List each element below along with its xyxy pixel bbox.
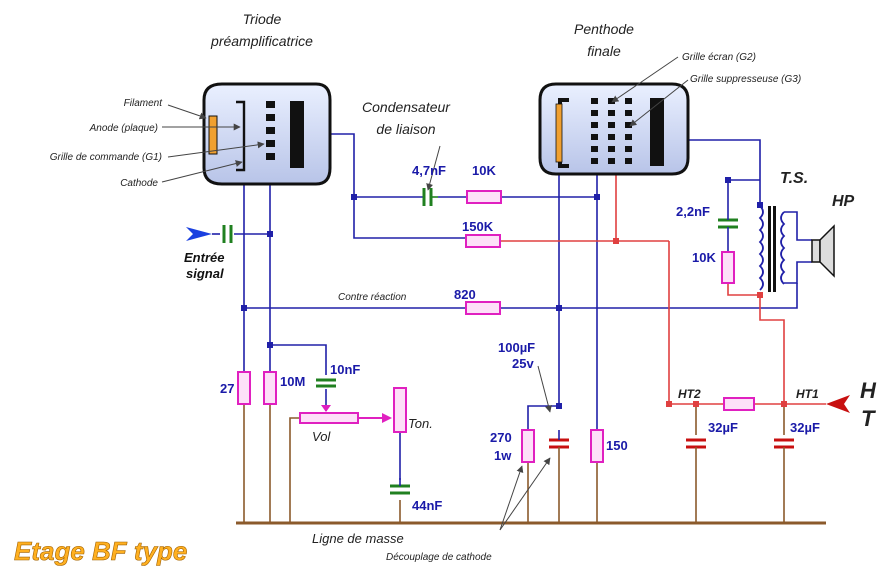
value-c-100u-v: 25v bbox=[512, 356, 534, 371]
callout-grid1: Grille de commande (G1) bbox=[50, 152, 162, 163]
value-c-2-2n: 2,2nF bbox=[676, 204, 710, 219]
resistor-150 bbox=[590, 429, 604, 463]
label-ts: T.S. bbox=[780, 170, 808, 187]
value-r-820: 820 bbox=[454, 287, 476, 302]
label-input-2: signal bbox=[186, 266, 224, 281]
label-ht1: HT1 bbox=[796, 387, 819, 401]
input-arrow bbox=[186, 227, 212, 241]
junction-dots-red bbox=[613, 238, 787, 407]
cap-44n bbox=[390, 484, 410, 495]
value-r-coupling: 10K bbox=[472, 163, 496, 178]
volume-potentiometer bbox=[299, 405, 390, 424]
value-c-44n: 44nF bbox=[412, 498, 442, 513]
callout-arrows bbox=[161, 56, 689, 531]
page-title: Etage BF type bbox=[14, 536, 187, 566]
pentode-anode bbox=[650, 98, 664, 166]
junction-dots bbox=[241, 177, 763, 409]
pentode-grids bbox=[591, 98, 632, 164]
label-cathode-decoupling: Découplage de cathode bbox=[386, 552, 492, 563]
cap-100u bbox=[549, 438, 569, 449]
resistor-10k-coupling bbox=[466, 190, 502, 204]
misc-labels: Entrée signal Contre réaction Ligne de m… bbox=[14, 170, 877, 566]
tone-potentiometer bbox=[382, 387, 407, 433]
pentode-tube bbox=[538, 82, 690, 176]
label-hp: HP bbox=[832, 193, 855, 210]
callout-grid3: Grille suppresseuse (G3) bbox=[690, 74, 801, 85]
value-r-150k: 150K bbox=[462, 219, 494, 234]
pentode-filament bbox=[555, 103, 563, 163]
label-input-1: Entrée bbox=[184, 250, 224, 265]
value-c-32u-b: 32µF bbox=[790, 420, 820, 435]
callout-filament: Filament bbox=[124, 98, 164, 109]
callout-anode: Anode (plaque) bbox=[89, 123, 158, 134]
value-r-27: 27 bbox=[220, 381, 234, 396]
triode-anode bbox=[290, 101, 304, 168]
heading-triode-2: préamplificatrice bbox=[210, 33, 313, 49]
ground-drops bbox=[243, 404, 785, 523]
triode-cathode bbox=[236, 100, 246, 172]
label-ht-t: T bbox=[861, 406, 876, 431]
value-r-270-w: 1w bbox=[494, 448, 512, 463]
heading-pentode-2: finale bbox=[587, 43, 621, 59]
heading-pentode-1: Penthode bbox=[574, 21, 634, 37]
resistors bbox=[237, 190, 755, 463]
callout-grid2: Grille écran (G2) bbox=[682, 52, 756, 63]
resistor-27 bbox=[237, 371, 251, 405]
value-c-coupling: 4,7nF bbox=[412, 163, 446, 178]
triode-filament bbox=[208, 115, 218, 155]
triode-grid bbox=[266, 101, 275, 160]
value-r-10m: 10M bbox=[280, 374, 305, 389]
callout-labels: Filament Anode (plaque) Grille de comman… bbox=[50, 52, 801, 189]
label-volume: Vol bbox=[312, 429, 331, 444]
heading-coupling-2: de liaison bbox=[376, 121, 435, 137]
label-ht-h: H bbox=[860, 378, 877, 403]
triode-tube bbox=[202, 82, 332, 186]
label-ht2: HT2 bbox=[678, 387, 701, 401]
resistor-10k-ts bbox=[721, 251, 735, 284]
value-c-32u-a: 32µF bbox=[708, 420, 738, 435]
heading-triode-1: Triode bbox=[243, 11, 282, 27]
resistor-10m bbox=[263, 371, 277, 405]
cap-2-2n bbox=[718, 218, 738, 229]
cap-4-7n bbox=[422, 188, 438, 206]
label-ground-line: Ligne de masse bbox=[312, 531, 404, 546]
output-transformer bbox=[758, 205, 786, 292]
component-values: 4,7nF 10K 150K 2,2nF 10K 820 10nF 27 10M… bbox=[220, 163, 820, 513]
cap-10n bbox=[316, 378, 336, 388]
resistor-820 bbox=[465, 301, 501, 315]
value-r-150: 150 bbox=[606, 438, 628, 453]
resistor-270 bbox=[521, 429, 535, 463]
value-r-10k-ts: 10K bbox=[692, 250, 716, 265]
callout-cathode: Cathode bbox=[120, 178, 158, 189]
label-feedback: Contre réaction bbox=[338, 292, 407, 303]
red-wiring bbox=[500, 170, 826, 405]
cap-32u-b bbox=[774, 438, 794, 449]
cap-leads bbox=[399, 218, 785, 486]
value-c-100u: 100µF bbox=[498, 340, 535, 355]
heading-coupling-1: Condensateur bbox=[362, 99, 451, 115]
value-r-270: 270 bbox=[490, 430, 512, 445]
speaker-hp bbox=[811, 224, 835, 278]
ht-arrow bbox=[826, 395, 850, 413]
resistor-150k bbox=[465, 234, 501, 248]
value-c-10n: 10nF bbox=[330, 362, 360, 377]
cap-input bbox=[222, 225, 233, 243]
headings: Triode préamplificatrice Penthode finale… bbox=[210, 11, 634, 137]
resistor-ht bbox=[723, 397, 755, 411]
label-tone: Ton. bbox=[408, 416, 433, 431]
cap-32u-a bbox=[686, 438, 706, 449]
